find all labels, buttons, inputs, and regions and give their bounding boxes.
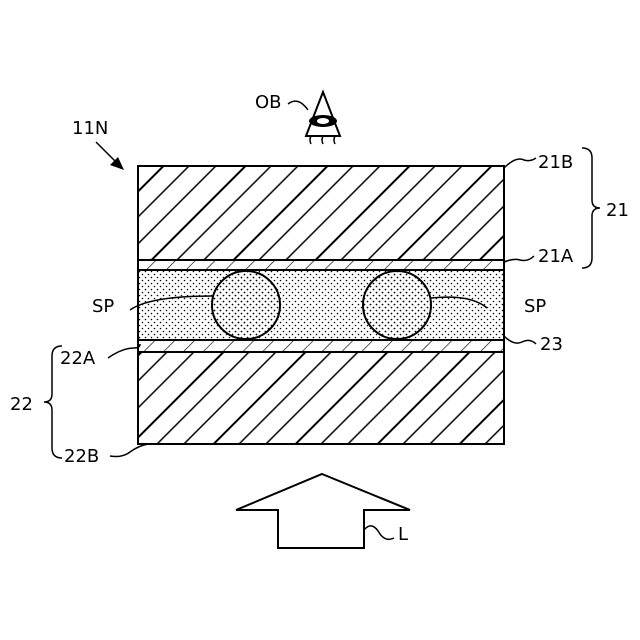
lower-substrate-outer: [138, 352, 504, 444]
label-upper-outer: 21B: [538, 152, 573, 173]
label-middle-layer: 23: [540, 334, 563, 355]
upper-inner-leader: [504, 256, 534, 262]
lower-substrate-inner: [138, 340, 504, 352]
spacer-right: [363, 271, 431, 339]
light-leader: [364, 526, 394, 540]
upper-outer-leader: [504, 158, 536, 168]
label-upper-inner: 21A: [538, 246, 574, 267]
observer-leader: [288, 101, 308, 110]
label-spacer-right: SP: [524, 296, 546, 317]
upper-group-brace: [582, 148, 600, 268]
upper-substrate-outer: [138, 166, 504, 260]
label-device: 11N: [72, 118, 108, 139]
lower-inner-leader: [108, 344, 140, 358]
spacer-left: [212, 271, 280, 339]
label-lower-group: 22: [10, 394, 33, 415]
middle-layer: [138, 270, 504, 340]
label-spacer-left: SP: [92, 296, 114, 317]
eye-icon: [306, 92, 340, 144]
label-observer: OB: [255, 92, 282, 113]
label-light: L: [398, 524, 408, 545]
label-lower-outer: 22B: [64, 446, 99, 467]
label-lower-inner: 22A: [60, 348, 96, 369]
lower-outer-leader: [110, 444, 148, 457]
label-upper-group: 21: [606, 200, 629, 221]
upper-substrate-inner: [138, 260, 504, 270]
middle-leader: [504, 336, 536, 344]
